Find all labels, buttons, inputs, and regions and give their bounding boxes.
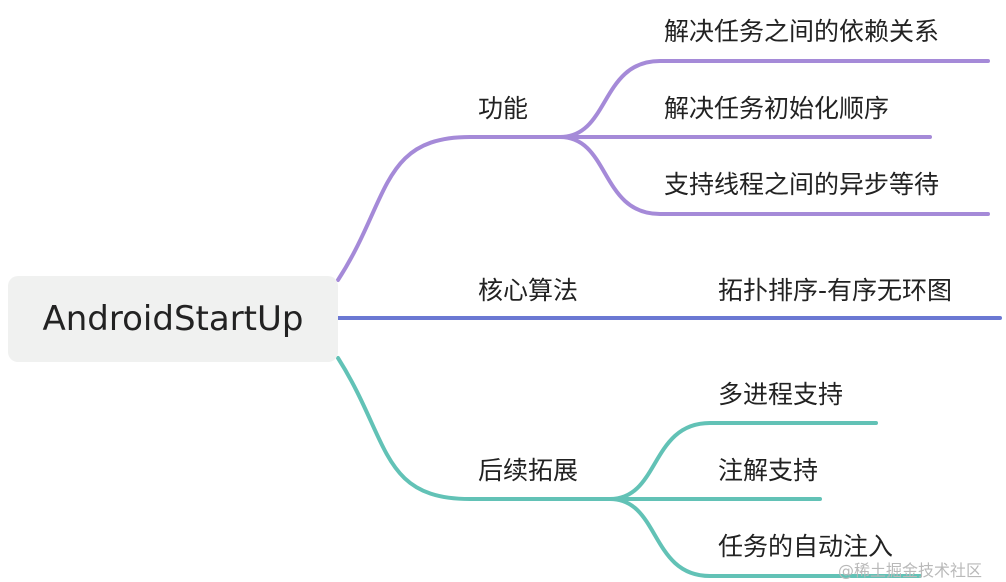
connector-features-child-3 <box>558 135 990 216</box>
extensions-child-2-label[interactable]: 注解支持 <box>718 456 819 485</box>
connector-root-extensions <box>336 356 612 501</box>
extensions-child-1-label[interactable]: 多进程支持 <box>718 380 844 409</box>
connector-extensions-child-1 <box>608 421 878 501</box>
root-node[interactable]: AndroidStartUp <box>8 276 338 362</box>
branch-features-label[interactable]: 功能 <box>478 94 529 123</box>
branch-extensions-label[interactable]: 后续拓展 <box>478 456 579 485</box>
features-child-2-label[interactable]: 解决任务初始化顺序 <box>664 94 890 123</box>
branch-algorithm-label[interactable]: 核心算法 <box>478 276 579 305</box>
connector-root-features <box>336 135 562 282</box>
connector-features-child-1 <box>558 59 990 139</box>
root-node-label: AndroidStartUp <box>42 299 304 339</box>
features-child-1-label[interactable]: 解决任务之间的依赖关系 <box>664 17 940 46</box>
algorithm-child-1-label[interactable]: 拓扑排序-有序无环图 <box>718 276 953 305</box>
connector-extensions-child-3 <box>608 497 922 578</box>
watermark-text: @稀土掘金技术社区 <box>838 561 983 580</box>
features-child-3-label[interactable]: 支持线程之间的异步等待 <box>664 170 940 199</box>
extensions-child-3-label[interactable]: 任务的自动注入 <box>718 532 894 561</box>
